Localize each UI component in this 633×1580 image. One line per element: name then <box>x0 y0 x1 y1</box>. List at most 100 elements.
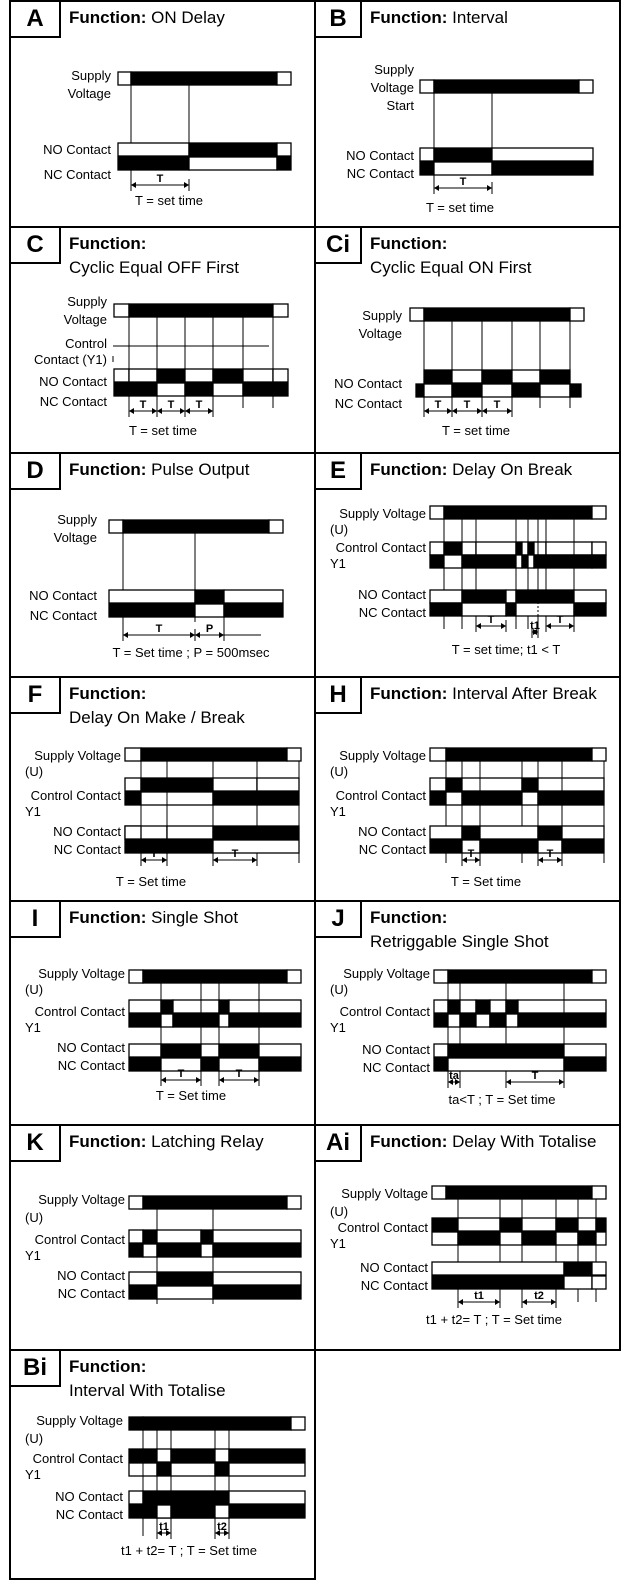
nc-contact-label: NC Contact <box>58 1286 126 1301</box>
no-wave-segment <box>166 825 214 840</box>
control-wave-bottom <box>128 1462 306 1477</box>
function-label: Function: <box>370 1132 448 1151</box>
no-wave-segment <box>272 368 289 383</box>
control-label: Control Contact <box>336 540 427 555</box>
nc-wave-segment <box>200 1057 220 1072</box>
no-wave-segment <box>242 368 274 383</box>
ta-dimension: ta <box>447 1070 461 1088</box>
control-wave-bottom-segment <box>515 554 523 569</box>
nc-wave-segment <box>228 1504 306 1519</box>
caption: T = set time <box>426 200 494 215</box>
control-wave-top-segment <box>533 541 547 556</box>
nc-wave-segment <box>491 161 594 176</box>
nc-wave-segment <box>563 1057 607 1072</box>
t-dimension-arrow <box>157 408 162 414</box>
supply-wave-segment <box>286 747 302 762</box>
nc-wave-segment <box>128 382 158 397</box>
control-wave-bottom-segment <box>489 1013 507 1028</box>
supply-wave-segment <box>419 79 435 94</box>
t-dimension-arrow <box>252 857 257 863</box>
nc-contact-label: NC Contact <box>54 842 122 857</box>
u-label: (U) <box>330 764 348 779</box>
panel-letter: Bi <box>11 1351 61 1387</box>
t-dimension: T <box>481 399 513 417</box>
nc-wave <box>431 1275 607 1290</box>
function-title: Function: Pulse Output <box>69 458 249 482</box>
t-dimension-arrow <box>161 1077 166 1083</box>
function-title: Function: ON Delay <box>69 6 225 30</box>
no-wave-segment <box>128 1043 162 1058</box>
panel-letter: Ci <box>316 228 362 264</box>
function-name: Latching Relay <box>151 1132 264 1151</box>
control-wave-bottom-segment <box>457 1231 501 1246</box>
control-wave-bottom-segment <box>214 1462 230 1477</box>
t-dimension-label: T <box>468 848 475 860</box>
y1-label: Y1 <box>25 1467 41 1482</box>
control-wave-bottom-segment <box>447 1013 461 1028</box>
t-dimension: T <box>537 848 563 866</box>
control-wave-bottom-segment <box>140 791 214 806</box>
supply-wave <box>124 747 302 762</box>
supply-wave-segment <box>117 71 132 86</box>
nc-wave <box>124 839 300 854</box>
t-dimension-label: T <box>435 399 442 411</box>
t-dimension: T <box>160 1068 202 1086</box>
no-wave-segment <box>563 1261 593 1276</box>
t2-dimension-arrow <box>224 1530 229 1536</box>
t1-dimension-arrow <box>533 629 538 635</box>
control-wave-top-segment <box>212 777 258 792</box>
t1-dimension-arrow <box>166 1530 171 1536</box>
control-wave-bottom-segment <box>591 554 607 569</box>
caption: T = Set time ; P = 500msec <box>112 645 270 660</box>
supply-label: Supply Voltage <box>38 966 125 981</box>
y1-label: Y1 <box>330 1020 346 1035</box>
t-dimension: T <box>461 848 481 866</box>
supply-wave <box>433 969 607 984</box>
t-dimension-label: T <box>168 399 175 411</box>
control-wave-top-segment <box>124 777 142 792</box>
control-wave-top <box>431 1217 607 1232</box>
nc-wave-segment <box>511 383 541 398</box>
control-wave-bottom-segment <box>445 791 463 806</box>
caption: T = set time <box>135 193 203 208</box>
no-wave <box>429 589 607 604</box>
function-label: Function: <box>69 460 147 479</box>
no-wave-segment <box>515 589 575 604</box>
nc-wave-segment <box>539 383 571 398</box>
supply-wave-segment <box>108 519 124 534</box>
no-contact-label: NO Contact <box>362 1042 430 1057</box>
y1-label: Y1 <box>330 804 346 819</box>
supply-label: Supply Voltage <box>38 1192 125 1207</box>
u-label: (U) <box>330 522 348 537</box>
nc-wave <box>419 161 594 176</box>
control-wave-top-segment <box>591 541 607 556</box>
control-wave-bottom-segment <box>160 1013 174 1028</box>
supply-wave-segment <box>286 969 302 984</box>
t-dimension: T <box>545 614 575 632</box>
t2-dimension: t2 <box>521 1290 557 1308</box>
nc-wave-segment <box>128 1057 162 1072</box>
control-wave-top-segment <box>521 1217 557 1232</box>
control-wave-bottom-segment <box>459 1013 477 1028</box>
nc-wave-segment <box>272 382 289 397</box>
supply-wave-segment <box>423 307 571 322</box>
nc-wave-segment <box>431 1275 565 1290</box>
no-wave-segment <box>461 825 481 840</box>
control-wave-bottom-segment <box>545 554 593 569</box>
t-dimension: T <box>475 614 507 632</box>
supply-wave <box>128 1195 302 1210</box>
nc-wave-segment <box>429 839 463 854</box>
t-dimension: T <box>212 848 258 866</box>
nc-wave-segment <box>113 382 130 397</box>
nc-contact-label: NC Contact <box>361 1278 429 1293</box>
no-wave-segment <box>429 825 463 840</box>
control-wave-top-segment <box>433 999 449 1014</box>
no-wave-segment <box>276 142 292 157</box>
function-title: Function:Cyclic Equal ON First <box>370 232 532 280</box>
supply-label: Supply <box>57 512 97 527</box>
